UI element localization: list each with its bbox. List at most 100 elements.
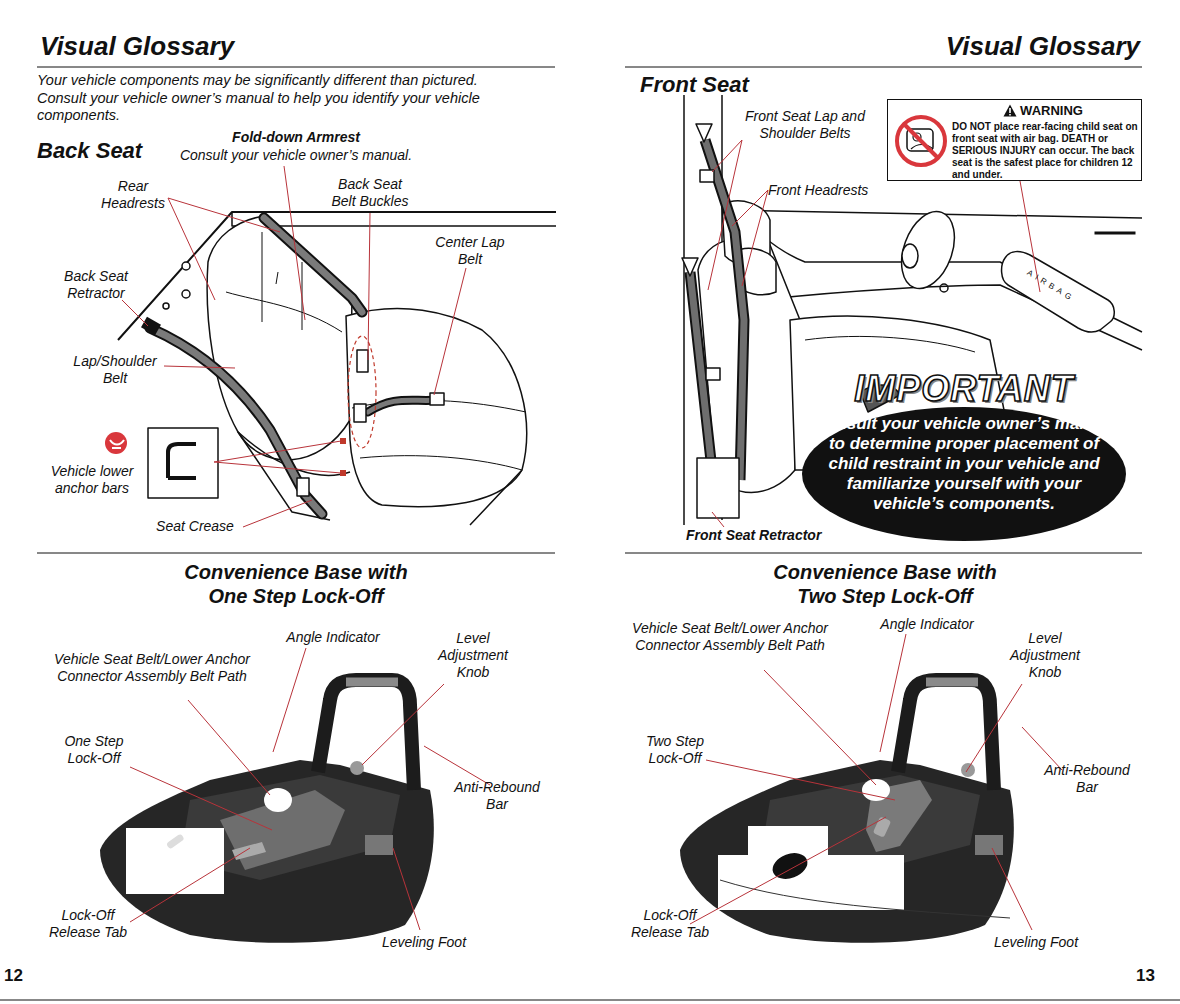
part-label: Center Lap Belt — [430, 234, 510, 268]
page-rule — [625, 553, 1142, 554]
leader-line — [130, 848, 250, 922]
one-step-base — [126, 828, 224, 894]
part-label: Front Headrests — [768, 182, 898, 199]
leader-line — [708, 140, 742, 290]
leader-line — [706, 760, 895, 800]
back-seat-illustration — [368, 400, 440, 412]
leader-line — [214, 441, 341, 473]
leader-line — [966, 684, 1022, 772]
part-label: Rear Headrests — [93, 178, 173, 212]
part-label: Front Seat Lap and Shoulder Belts — [743, 108, 867, 142]
warning-box: WARNINGDO NOT place rear-facing child se… — [887, 99, 1142, 181]
part-label: Leveling Foot — [981, 934, 1091, 951]
part-label: Lock-Off Release Tab — [625, 907, 715, 941]
part-label: Angle Indicator — [862, 616, 992, 633]
section-heading: Convenience Base with One Step Lock-Off — [169, 560, 424, 608]
part-note: Consult your vehicle owner’s manual. — [156, 147, 436, 164]
part-label: Back Seat Retractor — [56, 268, 136, 302]
back-seat-illustration — [430, 393, 444, 405]
back-seat-illustration — [105, 432, 127, 454]
one-step-base — [318, 680, 414, 790]
leader-line — [434, 268, 466, 395]
warning-triangle — [1004, 105, 1017, 117]
leader-line — [992, 848, 1032, 930]
part-label: Leveling Foot — [369, 934, 479, 951]
two-step-base — [961, 763, 975, 777]
back-seat-illustration — [182, 262, 190, 270]
section-heading: Back Seat — [37, 138, 197, 165]
front-seat-illustration — [697, 458, 739, 518]
leader-line — [880, 634, 906, 752]
prohibition-icon — [897, 117, 945, 165]
page-rule — [625, 67, 1142, 68]
part-label: Lock-Off Release Tab — [43, 907, 133, 941]
warning-triangle — [1003, 104, 1017, 117]
leader-line — [764, 670, 876, 785]
warning-icon-panel — [1095, 232, 1135, 234]
part-label: Level Adjustment Knob — [1000, 630, 1090, 681]
part-label: Seat Crease — [145, 518, 245, 535]
section-heading: Front Seat — [640, 72, 820, 99]
one-step-base — [100, 760, 434, 943]
page-number: 13 — [1136, 966, 1176, 987]
two-step-base-mask — [718, 826, 1010, 918]
leader-line — [368, 213, 370, 360]
warning-header: WARNING — [948, 103, 1138, 118]
back-seat-illustration — [297, 478, 309, 496]
warning-triangle — [1009, 108, 1011, 113]
back-seat-illustration — [207, 216, 352, 460]
front-seat-illustration — [696, 124, 712, 142]
leader-line — [393, 848, 420, 930]
back-seat-illustration — [110, 440, 124, 448]
back-seat-illustration — [348, 336, 376, 448]
back-seat-illustration — [105, 212, 556, 525]
back-seat-illustration — [168, 444, 196, 478]
back-seat-illustration — [163, 303, 169, 309]
part-label: Lap/Shoulder Belt — [65, 353, 165, 387]
leader-line — [164, 366, 235, 368]
leader-line — [273, 648, 306, 752]
leader-line — [168, 198, 280, 300]
one-step-base — [365, 835, 393, 855]
page-rule — [37, 553, 555, 554]
leader-line — [122, 300, 148, 326]
one-step-base — [166, 833, 185, 849]
callout-heading: IMPORTANT — [800, 368, 1128, 410]
two-step-base-mask — [769, 849, 811, 884]
one-step-base — [350, 761, 364, 775]
part-label: Vehicle Seat Belt/Lower Anchor Connector… — [624, 620, 836, 654]
warning-icon-panel — [1095, 232, 1135, 234]
part-label: Front Seat Retractor — [686, 527, 846, 544]
page-number: 12 — [4, 966, 44, 987]
back-seat-illustration — [368, 400, 440, 412]
section-heading: Convenience Base with Two Step Lock-Off — [753, 560, 1018, 608]
callout-node: IMPORTANTConsult your vehicle owner’s ma… — [800, 368, 1128, 543]
page-title: Visual Glossary — [40, 31, 440, 63]
two-step-base — [975, 835, 1003, 855]
warning-triangle — [1009, 114, 1011, 116]
warning-heading: WARNING — [1020, 103, 1083, 118]
back-seat-illustration — [182, 290, 190, 298]
callout-text: Consult your vehicle owner’s manual to d… — [810, 414, 1118, 514]
back-seat-illustration — [226, 232, 342, 332]
part-label: Back Seat Belt Buckles — [328, 176, 413, 210]
part-label: One Step Lock-Off — [54, 733, 134, 767]
two-step-base — [926, 678, 978, 687]
one-step-base — [346, 678, 398, 687]
part-label: Two Step Lock-Off — [635, 733, 715, 767]
front-seat-illustration — [902, 244, 918, 268]
two-step-base — [680, 680, 1014, 943]
part-label: Level Adjustment Knob — [428, 630, 518, 681]
leader-line — [690, 817, 886, 924]
back-seat-illustration — [352, 400, 526, 470]
front-seat-illustration — [706, 368, 720, 380]
two-step-base — [898, 680, 994, 790]
part-label: Anti-Rebound Bar — [447, 779, 547, 813]
back-seat-illustration — [232, 212, 556, 226]
page-rule — [0, 67, 1180, 1000]
part-label: Vehicle Seat Belt/Lower Anchor Connector… — [46, 651, 258, 685]
two-step-base — [680, 760, 1014, 943]
front-seat-illustration — [682, 95, 1142, 525]
prohibition-icon — [893, 113, 949, 169]
